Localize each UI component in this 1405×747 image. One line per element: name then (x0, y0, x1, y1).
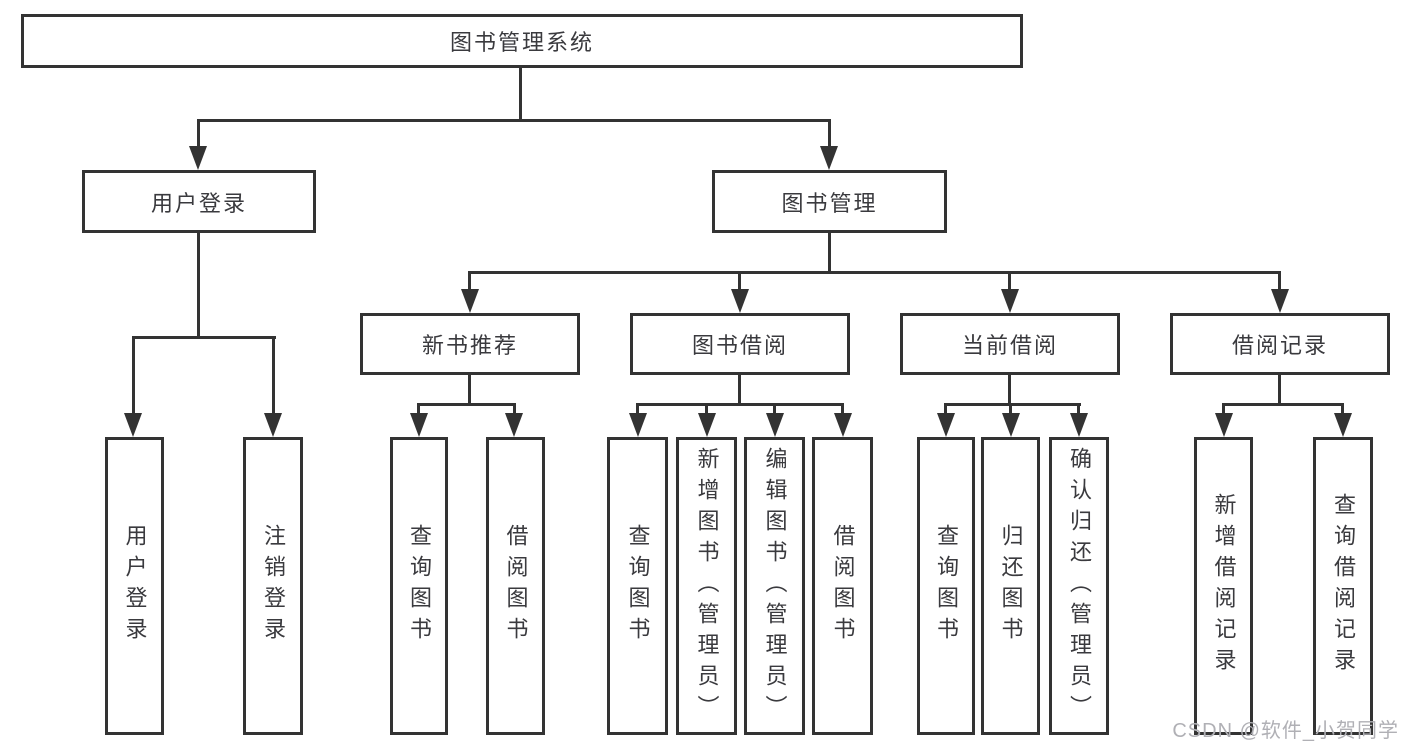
connector-leaf-stem (272, 336, 275, 416)
leaf-query-books-recommend: 查询图书 (390, 437, 448, 735)
connector-leaf-stem (773, 403, 776, 417)
connector-leaf-stem (944, 403, 947, 417)
leaf-user-login: 用户登录 (105, 437, 164, 735)
node-new-book-recommend: 新书推荐 (360, 313, 580, 375)
connector-leaf-stem (841, 403, 844, 417)
connector-group2-bar (417, 403, 516, 406)
connector-l3-down (468, 375, 471, 406)
connector-l3-down (1278, 375, 1281, 406)
leaf-edit-book-admin: 编辑图书（管理员） (744, 437, 805, 735)
connector-mgmt-down (828, 233, 831, 274)
arrow-head-leaf (1334, 413, 1352, 437)
connector-level3-bar (468, 271, 1281, 274)
node-book-borrowing: 图书借阅 (630, 313, 850, 375)
arrow-head-user-login (189, 146, 207, 170)
node-library-management-system: 图书管理系统 (21, 14, 1023, 68)
connector-group3-bar (636, 403, 844, 406)
node-borrowing-records: 借阅记录 (1170, 313, 1390, 375)
connector-l3-down (1008, 375, 1011, 406)
arrow-head-leaf (410, 413, 428, 437)
arrow-head-leaf (766, 413, 784, 437)
connector-l3-stem (1008, 271, 1011, 291)
leaf-borrow-books-recommend: 借阅图书 (486, 437, 545, 735)
connector-l3-stem (468, 271, 471, 291)
node-current-borrowing: 当前借阅 (900, 313, 1120, 375)
arrow-head-leaf (1215, 413, 1233, 437)
arrow-head-leaf (1070, 413, 1088, 437)
connector-group4-bar (944, 403, 1081, 406)
leaf-confirm-return-admin: 确认归还（管理员） (1049, 437, 1109, 735)
connector-leaf-stem (1222, 403, 1225, 417)
connector-leaf-stem (513, 403, 516, 417)
leaf-borrow-books-borrowing: 借阅图书 (812, 437, 873, 735)
connector-user-down (197, 233, 200, 338)
leaf-return-books: 归还图书 (981, 437, 1040, 735)
connector-leaf-stem (1341, 403, 1344, 417)
connector-l3-stem (738, 271, 741, 291)
watermark: CSDN @软件_小贺同学 (1172, 720, 1399, 742)
arrow-head-leaf (937, 413, 955, 437)
node-book-management: 图书管理 (712, 170, 947, 233)
arrow-head-leaf (834, 413, 852, 437)
arrow-head-book-mgmt (820, 146, 838, 170)
arrow-head-leaf (264, 413, 282, 437)
connector-book-mgmt-stem (828, 119, 831, 149)
connector-l3-down (738, 375, 741, 406)
connector-leaf-stem (1077, 403, 1080, 417)
connector-leaf-stem (1009, 403, 1012, 417)
connector-user-login-stem (197, 119, 200, 149)
connector-group1-bar (132, 336, 276, 339)
leaf-add-borrow-record: 新增借阅记录 (1194, 437, 1253, 735)
connector-level1-bar (197, 119, 831, 122)
leaf-logout: 注销登录 (243, 437, 303, 735)
arrow-head-leaf (698, 413, 716, 437)
connector-l3-stem (1278, 271, 1281, 291)
arrow-head-leaf (629, 413, 647, 437)
connector-leaf-stem (417, 403, 420, 417)
arrow-head-leaf (124, 413, 142, 437)
arrow-head-l3 (1271, 289, 1289, 313)
connector-leaf-stem (705, 403, 708, 417)
leaf-query-borrow-record: 查询借阅记录 (1313, 437, 1373, 735)
arrow-head-l3 (461, 289, 479, 313)
connector-group5-bar (1222, 403, 1344, 406)
arrow-head-l3 (731, 289, 749, 313)
leaf-add-book-admin: 新增图书（管理员） (676, 437, 737, 735)
connector-leaf-stem (132, 336, 135, 416)
leaf-query-books-current: 查询图书 (917, 437, 975, 735)
connector-root-stem (519, 68, 522, 121)
arrow-head-leaf (1002, 413, 1020, 437)
arrow-head-l3 (1001, 289, 1019, 313)
arrow-head-leaf (505, 413, 523, 437)
connector-leaf-stem (636, 403, 639, 417)
node-user-login: 用户登录 (82, 170, 316, 233)
leaf-query-books-borrowing: 查询图书 (607, 437, 668, 735)
